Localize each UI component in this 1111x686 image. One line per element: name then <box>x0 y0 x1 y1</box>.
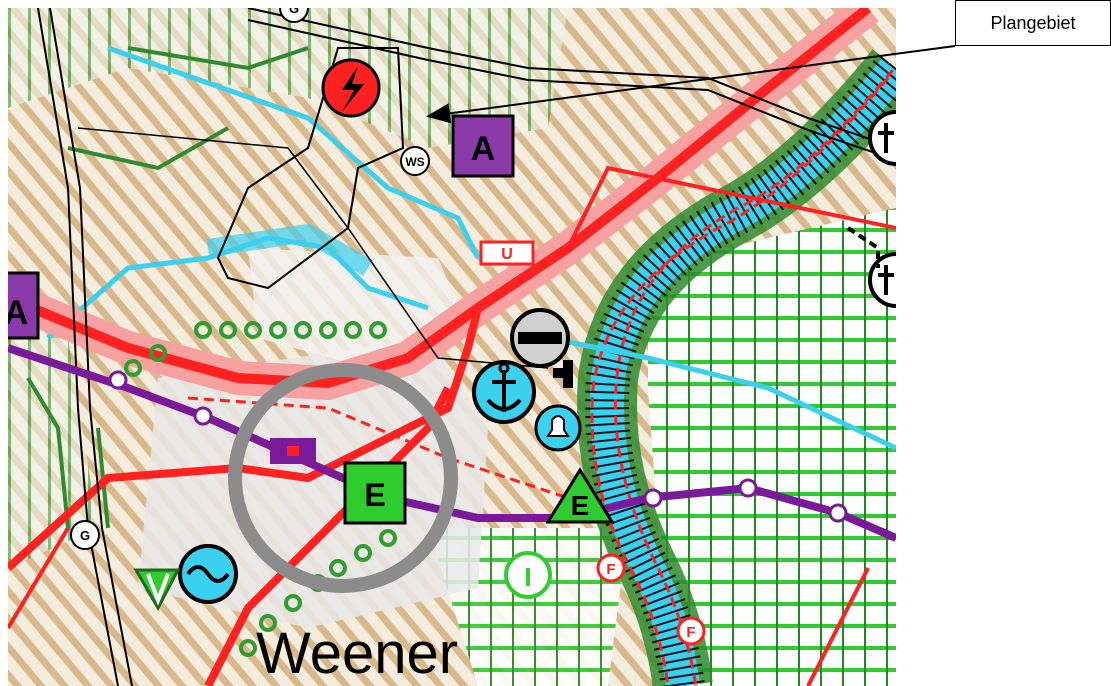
svg-text:F: F <box>686 624 695 641</box>
anchor-icon <box>472 360 536 424</box>
bell-icon <box>534 404 582 452</box>
town-name-label: Weener <box>256 621 458 686</box>
svg-text:A: A <box>8 294 28 332</box>
station-marker <box>287 446 299 456</box>
plangebiet-boundary <box>216 47 405 290</box>
railway-stops <box>108 370 848 523</box>
green-grid-east <box>648 208 896 686</box>
plangebiet-callout: Plangebiet <box>955 0 1111 46</box>
svg-text:U: U <box>501 246 513 263</box>
svg-text:A: A <box>471 130 496 168</box>
plangebiet-label: Plangebiet <box>990 12 1076 33</box>
g-marker-top: G <box>279 8 309 23</box>
svg-text:WS: WS <box>405 155 424 169</box>
highway-line-1 <box>37 8 119 686</box>
railway <box>8 344 896 542</box>
green-boundaries <box>26 46 309 529</box>
lightning-circle-icon <box>321 58 381 118</box>
i-marker: I <box>504 551 552 599</box>
svg-text:G: G <box>80 528 90 543</box>
priority-area-a-box: A <box>451 114 515 178</box>
road-minor <box>8 526 870 686</box>
priority-area-a-box-left: A <box>8 271 40 340</box>
stream-pond <box>206 223 373 276</box>
highway-line-2 <box>49 8 133 686</box>
svg-text:F: F <box>606 561 615 578</box>
energy-triangle-e: E <box>545 467 615 524</box>
svg-text:I: I <box>524 562 531 592</box>
energy-area-e-box: E <box>343 461 407 525</box>
f-marker-2: F <box>676 616 706 646</box>
map-canvas: WS A A U G G <box>8 8 896 686</box>
f-marker-1: F <box>596 553 626 583</box>
wave-circle-icon <box>178 544 238 604</box>
main-road <box>8 8 872 389</box>
u-marker: U <box>479 240 535 266</box>
svg-text:G: G <box>289 8 299 16</box>
ws-marker: WS <box>400 146 430 176</box>
g-marker-left: G <box>70 520 100 550</box>
svg-text:E: E <box>571 490 590 521</box>
road-east <box>566 165 896 249</box>
v-marker-icon <box>133 568 181 612</box>
ferry-marker <box>553 360 573 388</box>
no-entry-circle-icon <box>510 308 570 368</box>
road-town-west <box>8 307 482 571</box>
church-cross-icon <box>868 110 896 166</box>
flood-boundary-west <box>590 77 890 686</box>
svg-text:E: E <box>364 477 385 513</box>
town-centre-ring <box>228 363 458 593</box>
regional-plan-map[interactable]: WS A A U G G <box>8 8 896 686</box>
